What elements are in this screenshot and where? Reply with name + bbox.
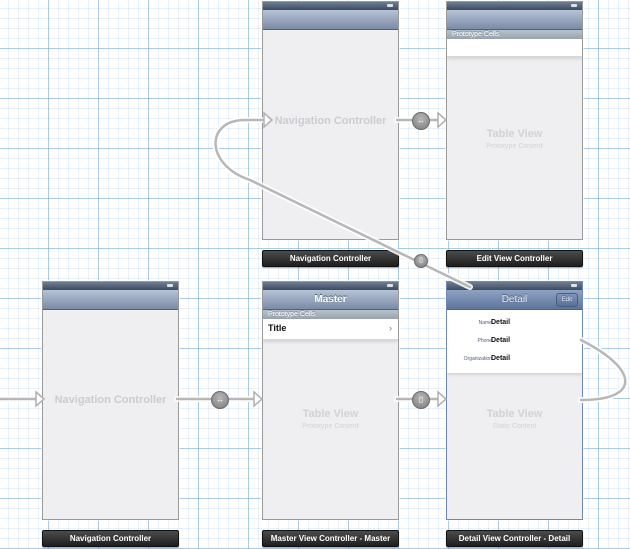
dock-edit-view-controller[interactable]: Edit View Controller xyxy=(446,250,583,267)
row-key: Name xyxy=(478,320,492,326)
battery-icon xyxy=(387,4,393,7)
navigation-bar: Detail Edit xyxy=(447,290,582,310)
scene-center-label: Navigation Controller xyxy=(54,394,167,406)
chevron-right-icon: › xyxy=(389,323,392,333)
arrowhead xyxy=(253,390,264,408)
prototype-cell[interactable] xyxy=(447,39,582,57)
scene-navigation-controller-top[interactable]: Navigation Controller xyxy=(262,1,399,240)
status-bar xyxy=(263,282,398,290)
status-bar xyxy=(263,2,398,10)
navigation-bar-title: Master xyxy=(263,290,398,310)
table-view-label: Table View xyxy=(302,408,359,420)
row-value: Detail xyxy=(491,355,511,362)
row-key: Phone xyxy=(477,338,492,344)
scene-navigation-controller-bottom[interactable]: Navigation Controller xyxy=(42,281,179,520)
table-view-label: Table View xyxy=(486,408,543,420)
row-key: Organization xyxy=(463,356,492,362)
table-view-sublabel: Prototype Content xyxy=(486,143,543,150)
table-view-sublabel: Static Content xyxy=(492,423,537,430)
scene-detail-view-controller[interactable]: Detail Edit Name Detail Phone Detail Org… xyxy=(446,281,583,520)
section-header: Prototype Cells xyxy=(447,30,582,39)
navigation-bar-title: Detail xyxy=(501,294,528,305)
navigation-bar xyxy=(43,290,178,310)
modal-segue-icon[interactable]: ▯ xyxy=(414,254,428,268)
relationship-segue-icon[interactable]: ↔ xyxy=(211,391,229,409)
push-segue-icon[interactable]: ▯ xyxy=(412,391,430,409)
status-bar xyxy=(43,282,178,290)
scene-master-view-controller[interactable]: Master Prototype Cells Title › Table Vie… xyxy=(262,281,399,520)
dock-detail-view-controller[interactable]: Detail View Controller - Detail xyxy=(446,530,583,547)
relationship-segue-icon[interactable]: ↔ xyxy=(412,112,430,130)
prototype-cell-title[interactable]: Title › xyxy=(263,319,398,340)
table-view-sublabel: Prototype Content xyxy=(302,423,359,430)
static-row-organization[interactable]: Organization Detail xyxy=(447,352,582,370)
scene-center-label: Navigation Controller xyxy=(274,115,387,127)
row-value: Detail xyxy=(491,319,511,326)
dock-navigation-controller-top[interactable]: Navigation Controller xyxy=(262,250,399,267)
battery-icon xyxy=(571,4,577,7)
edit-button[interactable]: Edit xyxy=(555,293,578,307)
static-table-section: Name Detail Phone Detail Organization De… xyxy=(447,310,582,373)
static-row-name[interactable]: Name Detail xyxy=(447,316,582,334)
segue-line-detail-loop xyxy=(579,338,627,402)
dock-navigation-controller-bottom[interactable]: Navigation Controller xyxy=(42,530,179,547)
dock-master-view-controller[interactable]: Master View Controller - Master xyxy=(262,530,399,547)
navigation-bar xyxy=(447,10,582,30)
status-bar xyxy=(447,282,582,290)
section-header: Prototype Cells xyxy=(263,310,398,319)
table-view-label: Table View xyxy=(486,128,543,140)
status-bar xyxy=(447,2,582,10)
battery-icon xyxy=(167,284,173,287)
row-value: Detail xyxy=(491,337,511,344)
arrowhead xyxy=(437,390,448,408)
battery-icon xyxy=(387,284,393,287)
arrowhead xyxy=(437,111,448,129)
scene-edit-view-controller[interactable]: Prototype Cells Table View Prototype Con… xyxy=(446,1,583,240)
battery-icon xyxy=(571,284,577,287)
static-row-phone[interactable]: Phone Detail xyxy=(447,334,582,352)
cell-title-label: Title xyxy=(268,323,287,333)
navigation-bar xyxy=(263,10,398,30)
